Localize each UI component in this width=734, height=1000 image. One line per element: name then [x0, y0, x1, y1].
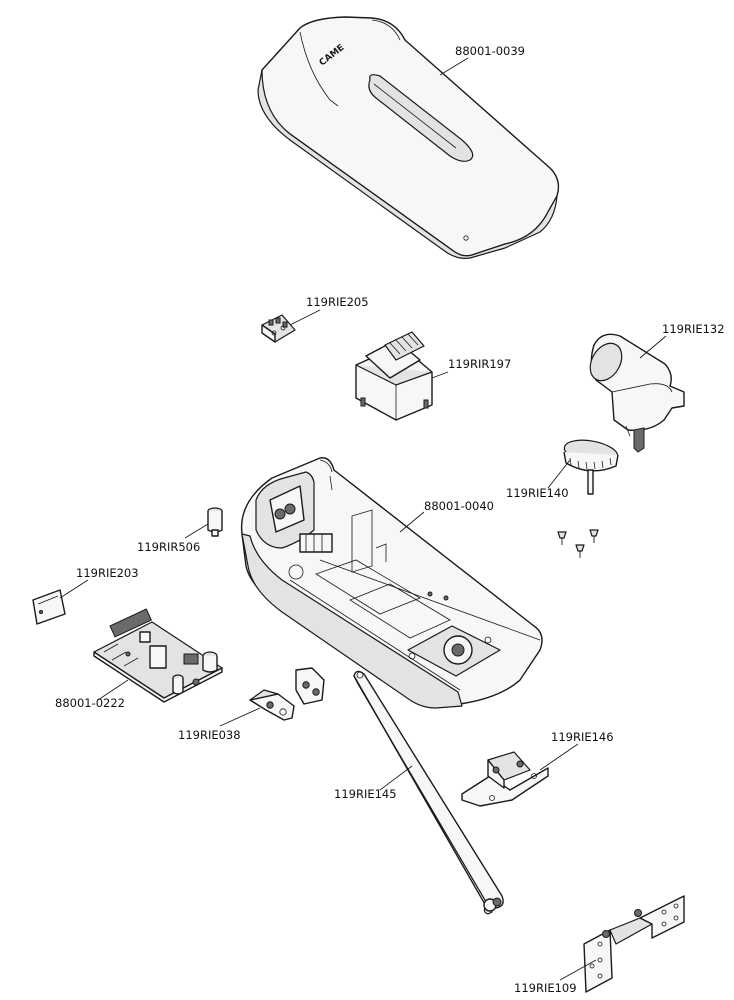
leader-lines [59, 57, 667, 981]
gearmotor-part [589, 333, 685, 453]
arm-part [353, 670, 504, 915]
callout-119rie132: 119RIE132 [662, 322, 725, 336]
callout-119rie145: 119RIE145 [334, 787, 397, 801]
callout-88001-0039: 88001-0039 [455, 44, 525, 58]
callout-119rie038: 119RIE038 [178, 728, 241, 742]
callout-119rir197: 119RIR197 [448, 357, 511, 371]
card-part [32, 589, 66, 625]
cover-part: CAME [257, 16, 560, 259]
callout-119rie203: 119RIE203 [76, 566, 139, 580]
callout-119rie109: 119RIE109 [514, 981, 577, 995]
callout-119rie146: 119RIE146 [551, 730, 614, 744]
wall-plate-part [583, 895, 685, 993]
capacitor-part [207, 507, 223, 537]
knob-part [563, 439, 619, 495]
callout-labels: 88001-0039 119RIE205 119RIR197 119RIE132… [55, 44, 725, 995]
base-part [240, 457, 543, 709]
terminal-block-part [261, 314, 296, 343]
callout-88001-0222: 88001-0222 [55, 696, 125, 710]
transformer-part [355, 331, 433, 421]
control-board-part [93, 608, 223, 703]
screws-part [557, 529, 599, 558]
callout-119rie140: 119RIE140 [506, 486, 569, 500]
callout-88001-0040: 88001-0040 [424, 499, 494, 513]
callout-119rir506: 119RIR506 [137, 540, 200, 554]
mount-bracket-part [461, 751, 549, 807]
small-bracket-part [249, 667, 325, 721]
callout-119rie205: 119RIE205 [306, 295, 369, 309]
